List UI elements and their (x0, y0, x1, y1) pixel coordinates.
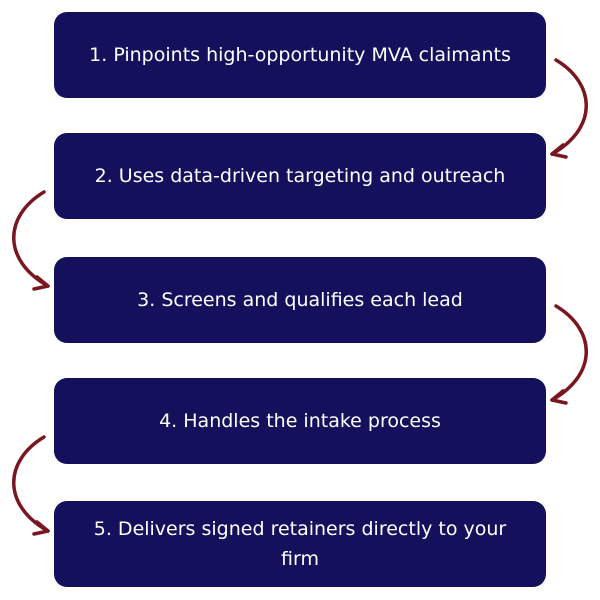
step-label-4: 4. Handles the intake process (159, 410, 441, 432)
step-box-5: 5. Delivers signed retainers directly to… (54, 501, 546, 587)
step-label-3: 3. Screens and qualifies each lead (137, 289, 463, 311)
step-label-2: 2. Uses data-driven targeting and outrea… (94, 165, 506, 187)
step-label-1: 1. Pinpoints high-opportunity MVA claima… (89, 44, 511, 66)
step-box-2: 2. Uses data-driven targeting and outrea… (54, 133, 546, 219)
step-box-4: 4. Handles the intake process (54, 378, 546, 464)
step-box-3: 3. Screens and qualifies each lead (54, 257, 546, 343)
step-box-1: 1. Pinpoints high-opportunity MVA claima… (54, 12, 546, 98)
step-label-5: 5. Delivers signed retainers directly to… (93, 518, 507, 570)
curved-arrow-icon-1-to-2 (550, 58, 588, 159)
curved-arrow-icon-3-to-4 (550, 304, 588, 405)
curved-arrow-icon-2-to-3 (12, 190, 50, 291)
curved-arrow-icon-4-to-5 (12, 435, 50, 536)
